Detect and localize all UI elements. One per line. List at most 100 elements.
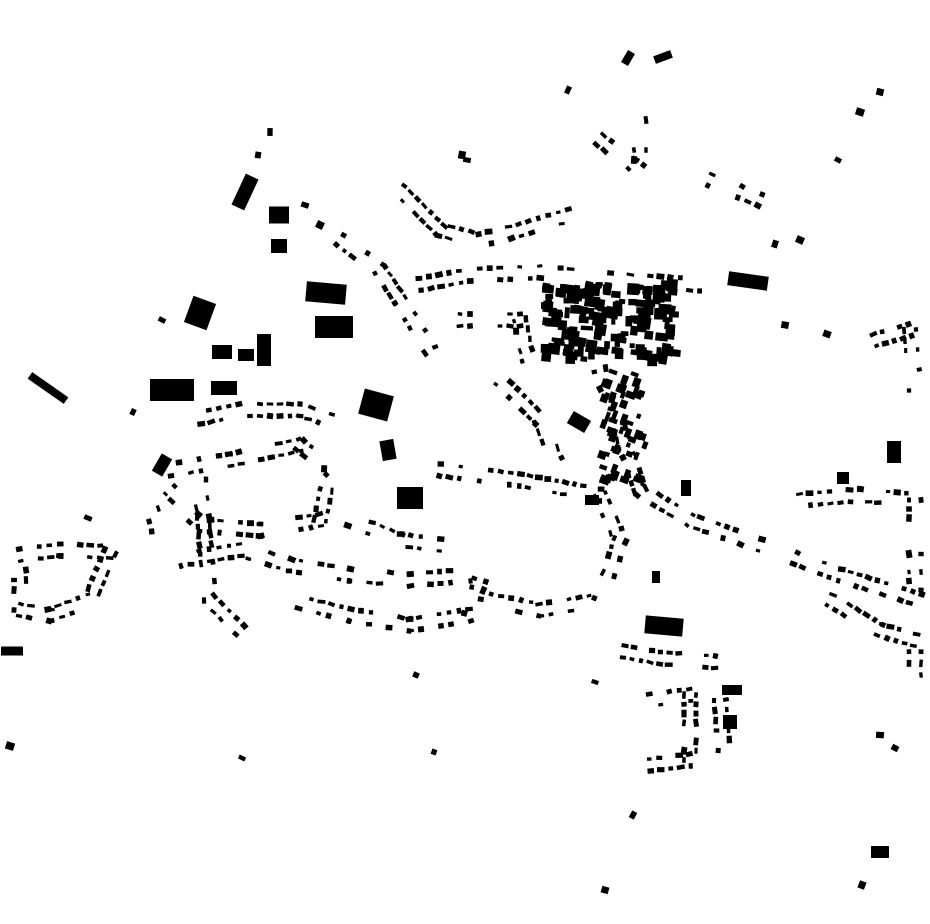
house — [315, 610, 322, 616]
house — [554, 478, 559, 484]
house — [795, 491, 804, 497]
house — [232, 614, 241, 623]
old-town-building — [599, 418, 608, 430]
house — [606, 498, 613, 506]
large-building — [652, 571, 660, 583]
house — [314, 418, 322, 426]
house — [434, 271, 444, 279]
house — [567, 608, 575, 614]
house — [668, 766, 674, 771]
house — [285, 439, 292, 444]
house — [345, 617, 353, 625]
house — [437, 461, 444, 467]
house — [828, 591, 838, 598]
house — [267, 454, 276, 461]
house — [498, 594, 505, 599]
large-building — [681, 480, 691, 496]
house — [890, 337, 898, 345]
house — [798, 563, 807, 571]
house — [96, 555, 105, 564]
house — [458, 464, 464, 469]
house — [864, 500, 873, 504]
house — [53, 602, 62, 609]
old-town-building — [603, 451, 611, 458]
house — [467, 311, 473, 317]
house — [396, 614, 406, 621]
house — [758, 536, 766, 542]
outlying-building — [771, 239, 779, 249]
old-town-building — [653, 299, 661, 305]
house — [896, 596, 905, 605]
old-town-building — [598, 463, 608, 471]
house — [445, 269, 452, 277]
old-town-building — [604, 411, 612, 422]
old-town-building — [599, 393, 610, 404]
house — [15, 545, 23, 553]
house — [861, 610, 871, 620]
house — [708, 171, 716, 178]
house — [602, 363, 609, 373]
house — [525, 325, 530, 333]
house — [675, 752, 684, 758]
house — [246, 520, 255, 527]
house — [475, 230, 483, 238]
house — [826, 574, 832, 581]
house — [507, 276, 514, 283]
house — [666, 273, 674, 281]
house — [519, 233, 525, 239]
large-building — [212, 345, 232, 359]
house — [590, 493, 599, 502]
house — [395, 284, 405, 294]
house — [523, 314, 529, 323]
house — [852, 582, 860, 590]
house — [555, 443, 561, 453]
house — [263, 560, 273, 569]
house — [918, 649, 924, 655]
house — [723, 523, 731, 531]
old-town-building — [658, 303, 672, 315]
house — [391, 299, 399, 307]
house — [817, 501, 824, 507]
house — [217, 615, 224, 623]
house — [418, 534, 423, 539]
old-town-building — [565, 327, 577, 339]
house — [918, 672, 924, 678]
house — [45, 617, 53, 625]
old-town-building — [666, 278, 679, 293]
house — [266, 412, 274, 420]
large-building — [27, 372, 69, 404]
house — [552, 490, 557, 495]
outlying-building — [590, 678, 600, 686]
house — [467, 228, 476, 236]
house — [86, 542, 95, 548]
house — [904, 347, 908, 353]
house — [794, 549, 802, 557]
house — [466, 323, 474, 329]
house — [879, 329, 885, 335]
house — [58, 614, 66, 619]
house — [155, 505, 161, 513]
house — [545, 212, 552, 218]
house — [407, 628, 415, 634]
house — [298, 558, 304, 563]
house — [343, 521, 353, 530]
house — [88, 574, 97, 583]
house — [196, 532, 202, 540]
old-town-building — [633, 473, 644, 483]
house — [406, 324, 413, 332]
house — [63, 599, 72, 605]
house — [517, 406, 527, 416]
house — [619, 655, 627, 660]
house — [455, 269, 462, 273]
house — [193, 504, 199, 513]
house — [753, 201, 763, 210]
house — [37, 556, 44, 561]
house — [195, 523, 201, 530]
house — [448, 282, 455, 287]
house — [643, 115, 649, 125]
old-town-building — [606, 426, 613, 434]
house — [724, 706, 729, 713]
house — [496, 276, 504, 283]
house — [692, 718, 700, 728]
house — [211, 577, 217, 585]
